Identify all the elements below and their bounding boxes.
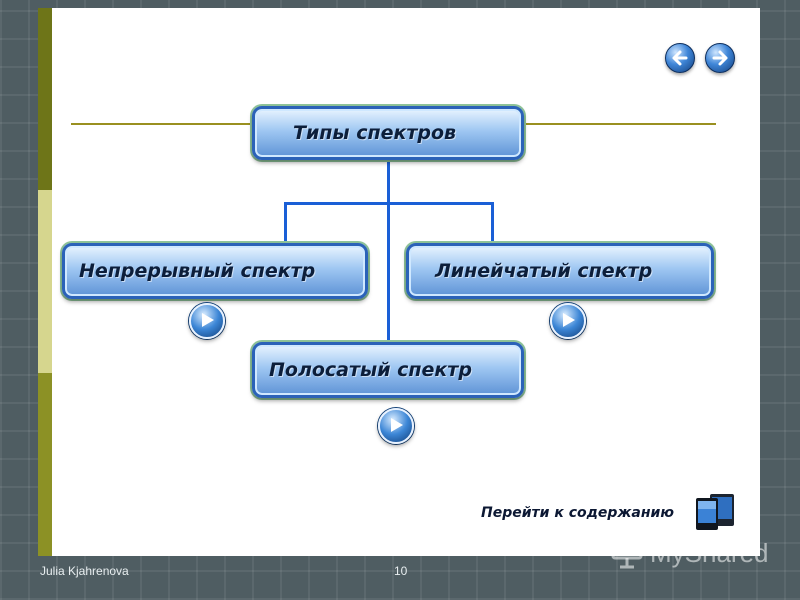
play-band-button[interactable] — [378, 408, 414, 444]
presentation-board-icon — [611, 538, 643, 569]
continuous-spectrum-label: Непрерывный спектр — [79, 260, 316, 282]
next-slide-button[interactable] — [705, 43, 735, 73]
watermark-text: MyShared — [650, 537, 769, 568]
line-spectrum-label: Линейчатый спектр — [435, 260, 653, 282]
arrow-left-icon — [672, 50, 688, 66]
play-icon — [563, 313, 575, 327]
diagram-root-box: Типы спектров — [252, 106, 524, 160]
sidebar-stripe-top — [38, 8, 52, 190]
line-spectrum-box[interactable]: Линейчатый спектр — [406, 243, 714, 299]
contents-icon[interactable] — [692, 488, 738, 534]
footer-page-number: 10 — [394, 564, 408, 578]
diagram-root-label: Типы спектров — [293, 122, 457, 144]
footer-author: Julia Kjahrenova — [40, 564, 129, 578]
play-icon — [391, 418, 403, 432]
sidebar-stripe-bottom — [38, 373, 52, 556]
previous-slide-button[interactable] — [665, 43, 695, 73]
watermark: MyShared — [610, 536, 769, 570]
connector-right-drop — [491, 202, 494, 245]
band-spectrum-label: Полосатый спектр — [269, 359, 472, 381]
arrow-right-icon — [712, 50, 728, 66]
continuous-spectrum-box[interactable]: Непрерывный спектр — [62, 243, 368, 299]
play-icon — [202, 313, 214, 327]
connector-root-vertical — [387, 158, 390, 344]
connector-left-drop — [284, 202, 287, 245]
slide: Типы спектров Непрерывный спектр Линейча… — [38, 8, 760, 556]
play-continuous-button[interactable] — [189, 303, 225, 339]
go-to-contents-link[interactable]: Перейти к содержанию — [481, 505, 674, 521]
play-line-button[interactable] — [550, 303, 586, 339]
sidebar-stripe-middle — [38, 190, 52, 373]
band-spectrum-box[interactable]: Полосатый спектр — [252, 342, 524, 398]
connector-horizontal — [284, 202, 494, 205]
